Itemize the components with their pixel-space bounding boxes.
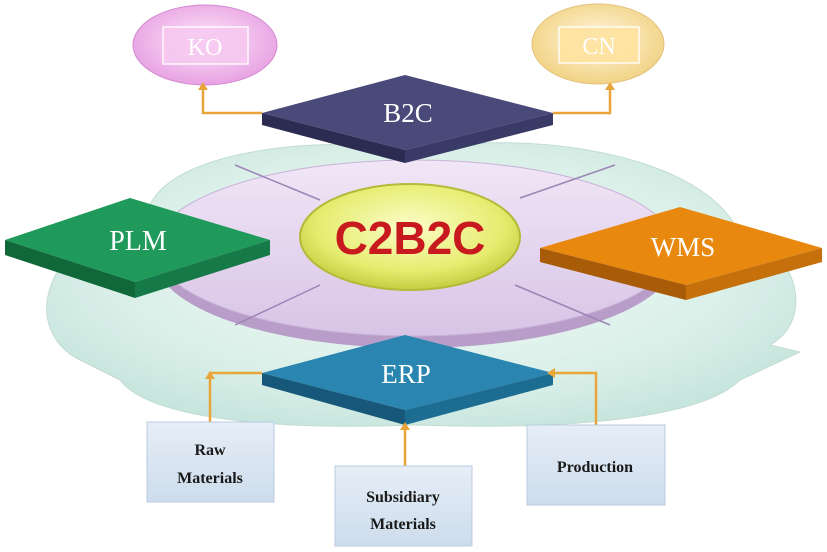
connector-lines: [198, 82, 615, 466]
material-raw: Raw Materials: [146, 421, 275, 503]
arrow-left-icon: [547, 368, 555, 378]
arrow-up-icon: [205, 371, 215, 379]
connector-erp-production: [553, 371, 598, 425]
material-subsidiary-line1: Subsidiary: [366, 489, 440, 506]
region-ko-label: KO: [188, 35, 223, 61]
material-raw-line1: Raw: [194, 442, 226, 459]
node-plm-label: PLM: [109, 226, 167, 257]
material-production: Production: [526, 424, 666, 506]
node-plm: PLM: [5, 198, 270, 298]
node-b2c: B2C: [262, 75, 553, 163]
arrow-up-icon: [605, 82, 615, 90]
region-cn: CN: [531, 3, 665, 85]
node-b2c-label: B2C: [383, 98, 433, 128]
arrow-up-icon: [198, 82, 208, 90]
material-subsidiary-line2: Materials: [370, 516, 436, 533]
node-wms: WMS: [540, 207, 822, 300]
arrow-up-icon: [400, 422, 410, 430]
node-erp-label: ERP: [381, 359, 431, 389]
core-label: C2B2C: [335, 212, 486, 264]
disc-divider: [519, 164, 616, 199]
disc-divider: [234, 164, 321, 201]
node-wms-label: WMS: [651, 232, 716, 262]
node-erp: ERP: [262, 335, 553, 425]
material-subsidiary: Subsidiary Materials: [334, 465, 473, 547]
disc-divider: [514, 284, 611, 326]
core-ellipse: [299, 183, 521, 291]
connector-b2c-cn: [553, 88, 612, 115]
material-raw-line2: Materials: [177, 470, 243, 487]
region-cn-label: CN: [582, 34, 615, 60]
material-production-label: Production: [557, 459, 633, 476]
connector-b2c-ko: [201, 88, 262, 115]
region-ko: KO: [132, 4, 278, 86]
disc-divider: [234, 284, 321, 326]
